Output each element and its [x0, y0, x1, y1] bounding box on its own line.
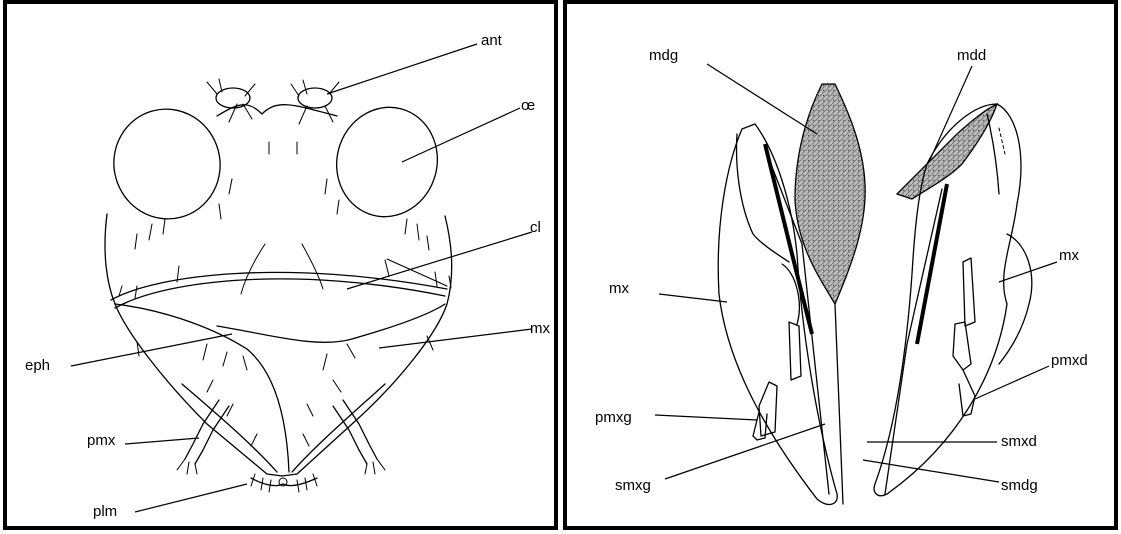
label-pmxg: pmxg: [595, 409, 632, 426]
label-smxg: smxg: [615, 477, 651, 494]
maxillary-palp-left: [177, 400, 229, 474]
label-plm: plm: [93, 503, 117, 520]
label-smdg: smdg: [1001, 477, 1038, 494]
label-oe: œ: [521, 97, 535, 114]
compound-eye-left: [102, 97, 233, 231]
maxillary-palp-right: [333, 400, 385, 474]
label-mx: mx: [530, 320, 550, 337]
maxillary-palp-left: [753, 322, 801, 440]
label-mdg: mdg: [649, 47, 678, 64]
compound-eye-right: [324, 96, 449, 228]
label-smxd: smxd: [1001, 433, 1037, 450]
antenna-right: [291, 80, 339, 124]
maxillary-palp-right: [953, 258, 975, 416]
clypeus: [111, 272, 447, 308]
right-figure-panel: mdg mdd mx mx pmxd pmxg smxd smxg smdg: [563, 0, 1118, 530]
label-mx-left: mx: [609, 280, 629, 297]
label-ant: ant: [481, 32, 503, 49]
label-mx-right: mx: [1059, 247, 1079, 264]
labium: [251, 474, 317, 492]
label-cl: cl: [530, 219, 541, 236]
stipes-right: [917, 184, 947, 344]
epipharynx: [217, 304, 445, 342]
label-eph: eph: [25, 357, 50, 374]
label-pmxd: pmxd: [1051, 352, 1088, 369]
label-pmx: pmx: [87, 432, 116, 449]
left-figure-panel: ant œ cl mx eph pmx plm: [3, 0, 558, 530]
label-mdd: mdd: [957, 47, 986, 64]
maxilla-right: [115, 304, 289, 472]
mouthparts-drawing: mdg mdd mx mx pmxd pmxg smxd smxg smdg: [567, 4, 1114, 526]
antenna-left: [207, 79, 255, 122]
head-drawing: ant œ cl mx eph pmx plm: [7, 4, 554, 526]
